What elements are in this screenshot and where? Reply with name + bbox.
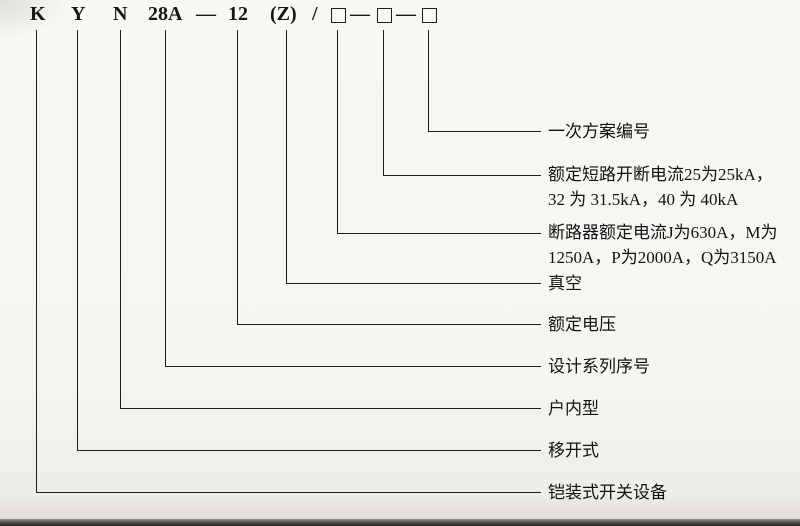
- label-vacuum: 真空: [548, 274, 582, 293]
- label-indoor-type: 户内型: [548, 399, 599, 418]
- label-rated-voltage: 额定电压: [548, 315, 616, 334]
- code-letter-k: K: [30, 3, 46, 25]
- page-bottom-edge-shadow: [0, 519, 800, 526]
- connector-breaking-current: [383, 30, 541, 176]
- connector-withdrawable: [77, 30, 541, 451]
- label-design-series: 设计系列序号: [548, 357, 650, 376]
- label-withdrawable-type: 移开式: [548, 441, 599, 460]
- label-scheme-number: 一次方案编号: [548, 122, 650, 141]
- code-dash-2: —: [350, 3, 370, 25]
- placeholder-box-scheme: [422, 8, 437, 23]
- connector-indoor: [120, 30, 541, 409]
- code-slash: /: [312, 3, 318, 25]
- connector-vacuum: [286, 30, 541, 284]
- label-armored-switchgear: 铠装式开关设备: [548, 483, 667, 502]
- label-rated-current: 断路器额定电流J为630A，M为 1250A，P为2000A，Q为3150A: [548, 223, 778, 267]
- connector-armored: [36, 30, 541, 493]
- code-series-number: 28A: [148, 3, 183, 25]
- code-letter-n: N: [113, 3, 128, 25]
- placeholder-box-breaking: [377, 8, 392, 23]
- code-letter-y: Y: [71, 3, 86, 25]
- connector-scheme: [428, 30, 541, 132]
- connector-voltage: [237, 30, 541, 325]
- connector-rated-current: [337, 30, 541, 234]
- code-voltage: 12: [228, 3, 248, 25]
- code-dash-3: —: [396, 3, 416, 25]
- label-breaking-current: 额定短路开断电流25为25kA， 32 为 31.5kA，40 为 40kA: [548, 165, 773, 209]
- code-dash: —: [196, 3, 216, 25]
- placeholder-box-current: [331, 8, 346, 23]
- connector-series: [165, 30, 541, 367]
- page-corner-shadow: [0, 0, 70, 40]
- code-vacuum-mark: (Z): [270, 3, 297, 25]
